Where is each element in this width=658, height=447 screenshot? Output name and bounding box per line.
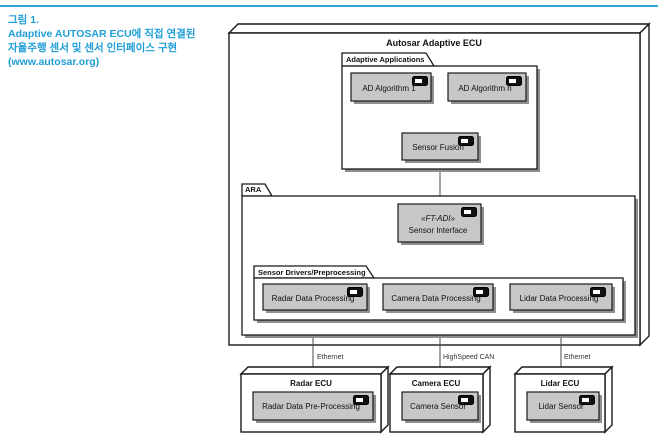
radar-data-preprocessing-component: Radar Data Pre-Processing [252, 391, 376, 423]
component-label: Camera Sensor [410, 402, 466, 411]
caption-line-1: Adaptive AUTOSAR ECU에 직접 연결된 [8, 28, 196, 40]
root-node-title: Autosar Adaptive ECU [386, 38, 482, 48]
component-box [252, 391, 374, 421]
package-label: ARA [245, 185, 262, 194]
camera-ecu-node: Camera ECU Camera Sensor [388, 365, 492, 434]
lidar-data-processing-component: Lidar Data Processing [509, 283, 615, 313]
caption-line-2: 자율주행 센서 및 센서 인터페이스 구현 [8, 42, 178, 54]
lidar-sensor-component: Lidar Sensor [526, 391, 602, 423]
ad-algorithm-1-component: AD Algorithm 1 [350, 72, 434, 104]
node-top-face [227, 23, 651, 34]
node-top-face [388, 366, 492, 375]
component-label: Sensor Interface [409, 226, 468, 235]
camera-data-processing-component: Camera Data Processing [382, 283, 496, 313]
node-top-face [239, 366, 390, 375]
component-label: Lidar Data Processing [520, 294, 599, 303]
component-label: Camera Data Processing [391, 294, 480, 303]
node-title: Camera ECU [412, 379, 461, 388]
component-label: AD Algorithm n [458, 84, 511, 93]
figure-label: 그림 1. [8, 14, 39, 26]
ara-package: ARA «FT-ADI» Sensor Interface Sensor Dri… [241, 183, 638, 338]
node-right-face [604, 365, 613, 434]
component-label: Sensor Fusion [412, 143, 464, 152]
component-box [447, 72, 527, 102]
node-right-face [380, 365, 389, 434]
node-title: Radar ECU [290, 379, 332, 388]
link-label-highspeed-can: HighSpeed CAN [443, 354, 494, 361]
radar-data-processing-component: Radar Data Processing [262, 283, 370, 313]
ad-algorithm-n-component: AD Algorithm n [447, 72, 529, 104]
component-label: Lidar Sensor [538, 402, 584, 411]
adaptive-applications-package: Adaptive Applications AD Algorithm 1 AD … [341, 52, 540, 172]
figure-caption: 그림 1. Adaptive AUTOSAR ECU에 직접 연결된 자율주행 … [8, 13, 195, 69]
lidar-ecu-node: Lidar ECU Lidar Sensor [513, 365, 614, 434]
link-label-ethernet-right: Ethernet [564, 354, 591, 361]
camera-sensor-component: Camera Sensor [401, 391, 481, 423]
link-label-ethernet-left: Ethernet [317, 354, 344, 361]
link-labels: Ethernet HighSpeed CAN Ethernet [317, 354, 591, 361]
sensor-interface-component: «FT-ADI» Sensor Interface [397, 203, 484, 245]
package-label: Sensor Drivers/Preprocessing [258, 268, 366, 277]
caption-url: (www.autosar.org) [8, 56, 100, 68]
node-top-face [513, 366, 614, 375]
node-right-face [482, 365, 491, 434]
sensor-fusion-component: Sensor Fusion [401, 132, 481, 163]
component-box [526, 391, 600, 421]
component-label: AD Algorithm 1 [362, 84, 416, 93]
sensor-drivers-package: Sensor Drivers/Preprocessing Radar Data … [253, 265, 626, 323]
component-stereotype: «FT-ADI» [421, 214, 455, 223]
package-label: Adaptive Applications [346, 55, 424, 64]
component-label: Radar Data Pre-Processing [262, 402, 360, 411]
node-right-face [639, 22, 650, 347]
top-divider-rule [0, 5, 658, 7]
component-label: Radar Data Processing [272, 294, 355, 303]
radar-ecu-node: Radar ECU Radar Data Pre-Processing [239, 365, 390, 434]
node-title: Lidar ECU [541, 379, 580, 388]
component-icon [462, 208, 477, 217]
